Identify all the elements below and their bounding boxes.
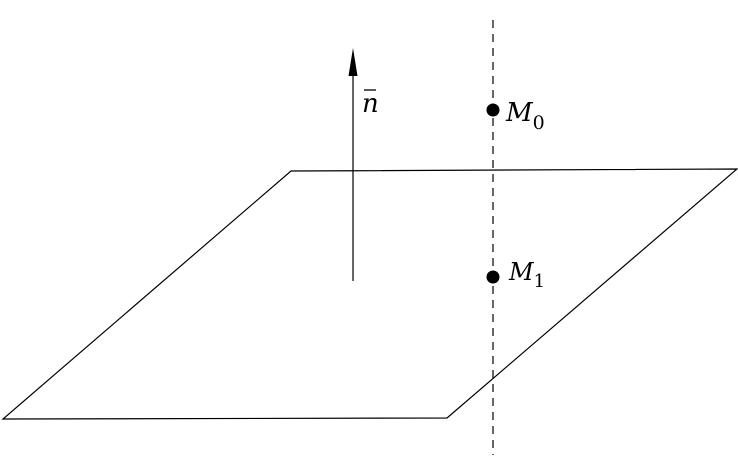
normal-vector-arrowhead — [348, 48, 358, 76]
normal-vector — [348, 48, 358, 281]
point-m1-subscript: 1 — [534, 271, 545, 292]
point-m1-dot — [486, 270, 500, 284]
normal-vector-label: n — [362, 89, 379, 119]
point-m1-label: M1 — [508, 258, 545, 292]
point-m1-letter: M — [508, 258, 535, 286]
point-m0-letter: M — [505, 98, 534, 128]
point-m0-dot — [486, 103, 500, 117]
point-m0-subscript: 0 — [533, 112, 545, 134]
point-m0-label: M0 — [505, 98, 545, 134]
plane-parallelogram — [1, 168, 738, 420]
point-m1: M1 — [486, 258, 545, 292]
normal-vector-label-group: n — [362, 89, 379, 119]
point-m0: M0 — [486, 98, 545, 134]
